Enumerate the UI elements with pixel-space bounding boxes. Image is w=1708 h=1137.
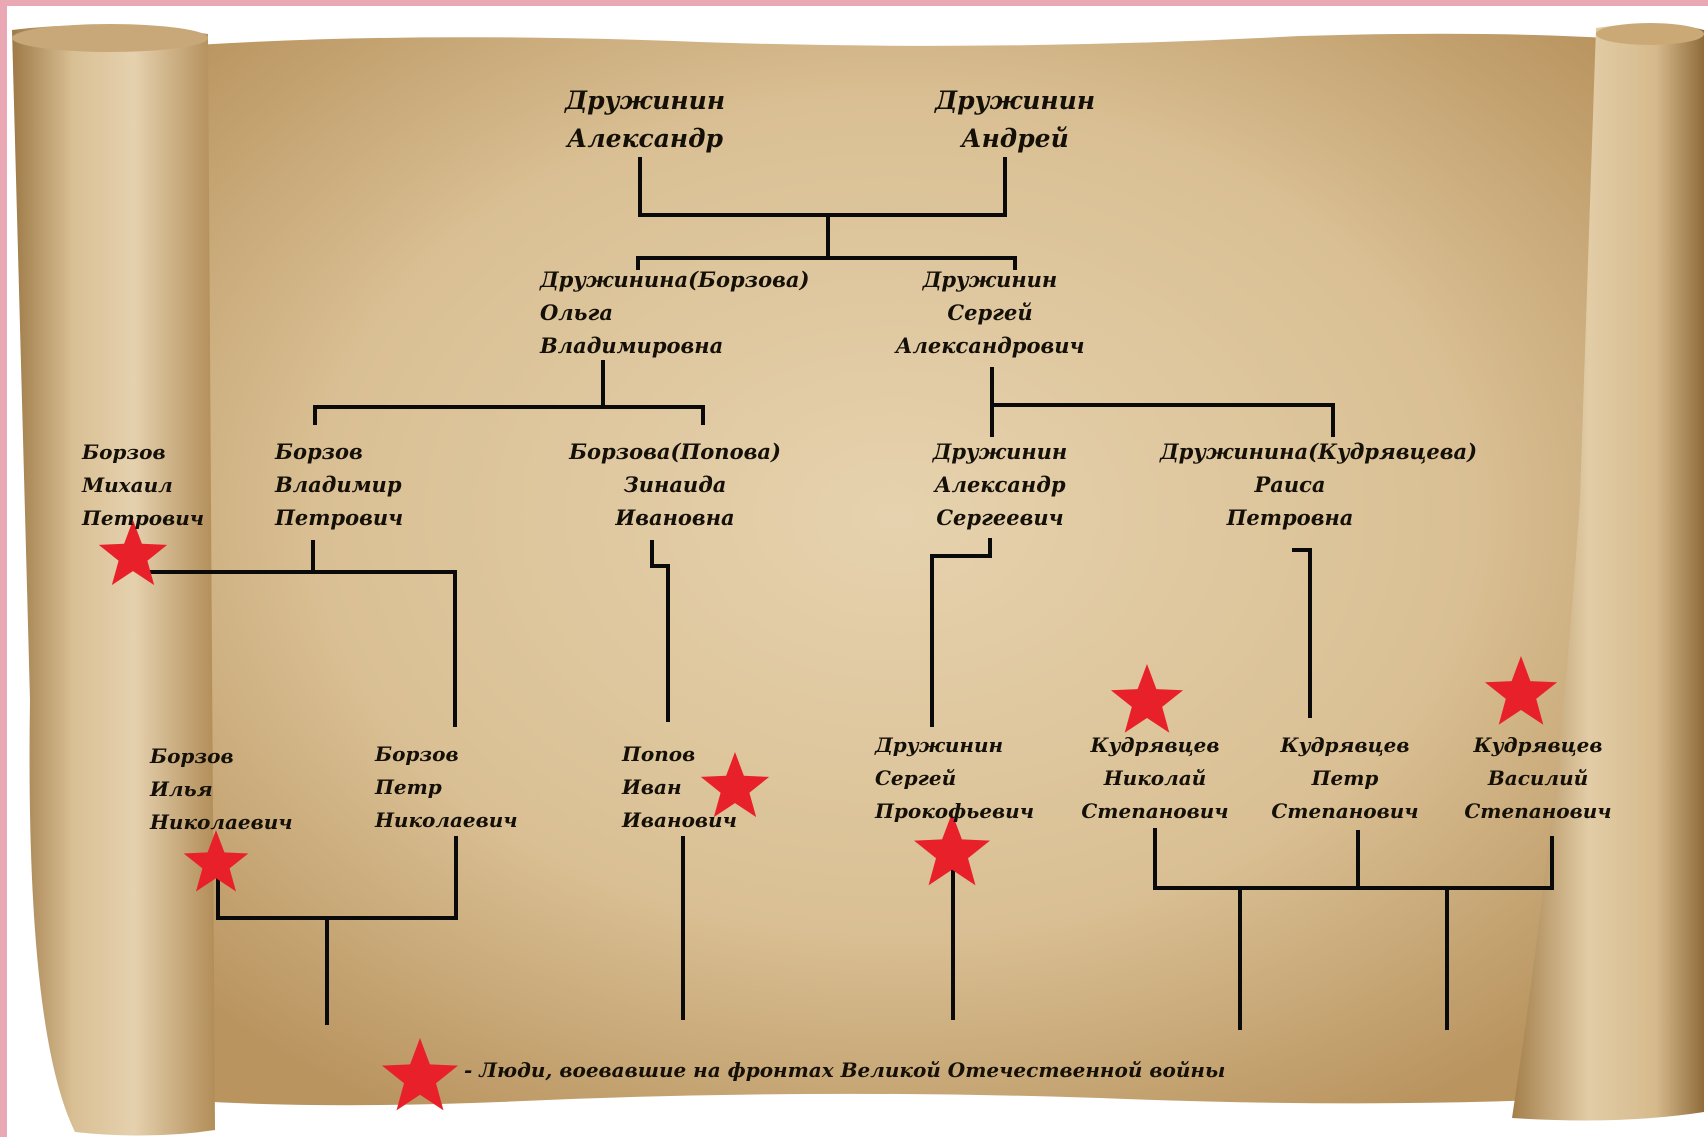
first-name: Николай	[1103, 766, 1207, 790]
connector-lines	[150, 157, 1554, 1030]
person-zinaida-borzova: Борзова(Попова) Зинаида Ивановна	[560, 435, 790, 534]
left-roll-top	[12, 24, 208, 52]
patronymic: Степанович	[1271, 799, 1419, 823]
star-icon-mikhail	[98, 520, 168, 586]
person-sergey-aleksandrovich: Дружинин Сергей Александрович	[880, 263, 1100, 362]
right-roll	[1512, 23, 1704, 1121]
person-sergey-prokofyevich: Дружинин Сергей Прокофьевич	[875, 729, 1034, 828]
person-aleksandr-sergeevich: Дружинин Александр Сергеевич	[900, 435, 1100, 534]
first-name: Сергей	[947, 300, 1033, 325]
surname: Кудрявцев	[1090, 733, 1220, 757]
person-ivan-popov: Попов Иван Иванович	[622, 738, 737, 837]
first-name: Иван	[622, 775, 682, 799]
surname: Кудрявцев	[1280, 733, 1410, 757]
patronymic: Степанович	[1081, 799, 1229, 823]
veteran-markers	[98, 520, 1558, 1111]
patronymic: Николаевич	[375, 808, 518, 832]
patronymic: Иванович	[622, 808, 737, 832]
surname: Попов	[622, 742, 696, 766]
patronymic: Петрович	[275, 505, 404, 530]
patronymic: Петровна	[1226, 505, 1354, 530]
person-nikolay-kudryavtsev: Кудрявцев Николай Степанович	[1075, 729, 1235, 828]
surname: Борзов	[275, 439, 363, 464]
patronymic: Александрович	[895, 333, 1085, 358]
star-icon-sergey-prokofyevich	[914, 813, 990, 886]
patronymic: Владимировна	[540, 333, 724, 358]
surname: Борзов	[82, 440, 166, 464]
patronymic: Николаевич	[150, 810, 293, 834]
first-name: Александр	[934, 472, 1066, 497]
person-aleksandr-druzhinin: Дружинин Александр	[555, 82, 735, 158]
frame-top	[0, 0, 1708, 6]
surname: Дружинин	[875, 733, 1004, 757]
person-petr-borzov: Борзов Петр Николаевич	[375, 738, 518, 837]
first-name: Александр	[567, 124, 723, 153]
surname: Дружинин	[564, 86, 726, 115]
person-raisa-druzhinina: Дружинина(Кудрявцева) Раиса Петровна	[1160, 435, 1478, 534]
first-name: Зинаида	[623, 472, 727, 497]
surname: Борзов	[375, 742, 459, 766]
star-icon-ivan	[700, 752, 770, 818]
person-vladimir-borzov: Борзов Владимир Петрович	[275, 435, 403, 534]
surname: Дружинин	[932, 439, 1068, 464]
person-andrey-druzhinin: Дружинин Андрей	[925, 82, 1105, 158]
person-ilya-borzov: Борзов Илья Николаевич	[150, 740, 293, 839]
person-petr-kudryavtsev: Кудрявцев Петр Степанович	[1265, 729, 1425, 828]
person-vasiliy-kudryavtsev: Кудрявцев Василий Степанович	[1458, 729, 1618, 828]
surname: Дружинина(Кудрявцева)	[1160, 439, 1478, 464]
right-roll-top	[1596, 23, 1704, 45]
first-name: Петр	[1311, 766, 1379, 790]
surname: Кудрявцев	[1473, 733, 1603, 757]
legend-text: - Люди, воевавшие на фронтах Великой Оте…	[464, 1058, 1226, 1082]
surname: Борзова(Попова)	[569, 439, 781, 464]
star-icon-nikolay	[1110, 664, 1184, 733]
first-name: Петр	[375, 775, 442, 799]
frame-left	[0, 0, 7, 1137]
first-name: Андрей	[961, 124, 1069, 153]
first-name: Раиса	[1254, 472, 1326, 497]
star-icon-legend	[382, 1038, 458, 1111]
patronymic: Петрович	[82, 506, 205, 530]
first-name: Василий	[1487, 766, 1589, 790]
first-name: Сергей	[875, 766, 957, 790]
surname: Борзов	[150, 744, 234, 768]
surname: Дружинин	[922, 267, 1058, 292]
star-icon-ilya	[183, 830, 249, 892]
patronymic: Прокофьевич	[875, 799, 1035, 823]
first-name: Михаил	[82, 473, 173, 497]
parchment-sheet	[150, 33, 1640, 1106]
person-olga-druzhinina: Дружинина(Борзова) Ольга Владимировна	[540, 263, 809, 362]
patronymic: Сергеевич	[936, 505, 1064, 530]
first-name: Владимир	[275, 472, 402, 497]
surname: Дружинина(Борзова)	[540, 267, 810, 292]
patronymic: Степанович	[1464, 799, 1612, 823]
patronymic: Ивановна	[615, 505, 735, 530]
surname: Дружинин	[934, 86, 1096, 115]
first-name: Илья	[150, 777, 213, 801]
first-name: Ольга	[540, 300, 613, 325]
person-mikhail-borzov: Борзов Михаил Петрович	[82, 436, 204, 535]
star-icon-vasiliy	[1484, 656, 1558, 725]
